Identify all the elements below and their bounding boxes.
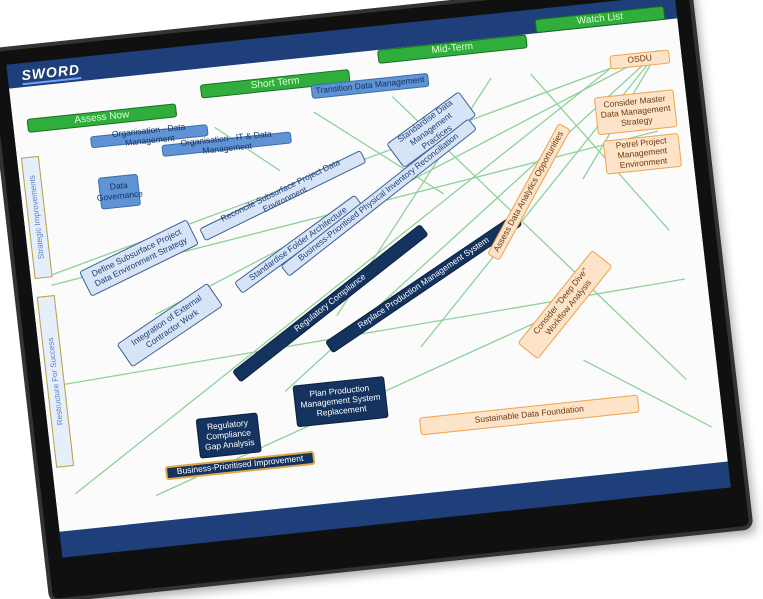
monitor-screen: SWORD Assess Now Short Term Mid-Term Wat…: [6, 0, 731, 558]
roadmap-slide: Assess Now Short Term Mid-Term Watch Lis…: [8, 5, 728, 532]
item-regulatory-gap: Regulatory Compliance Gap Analysis: [195, 412, 262, 459]
item-data-governance: Data Governance: [96, 173, 143, 210]
